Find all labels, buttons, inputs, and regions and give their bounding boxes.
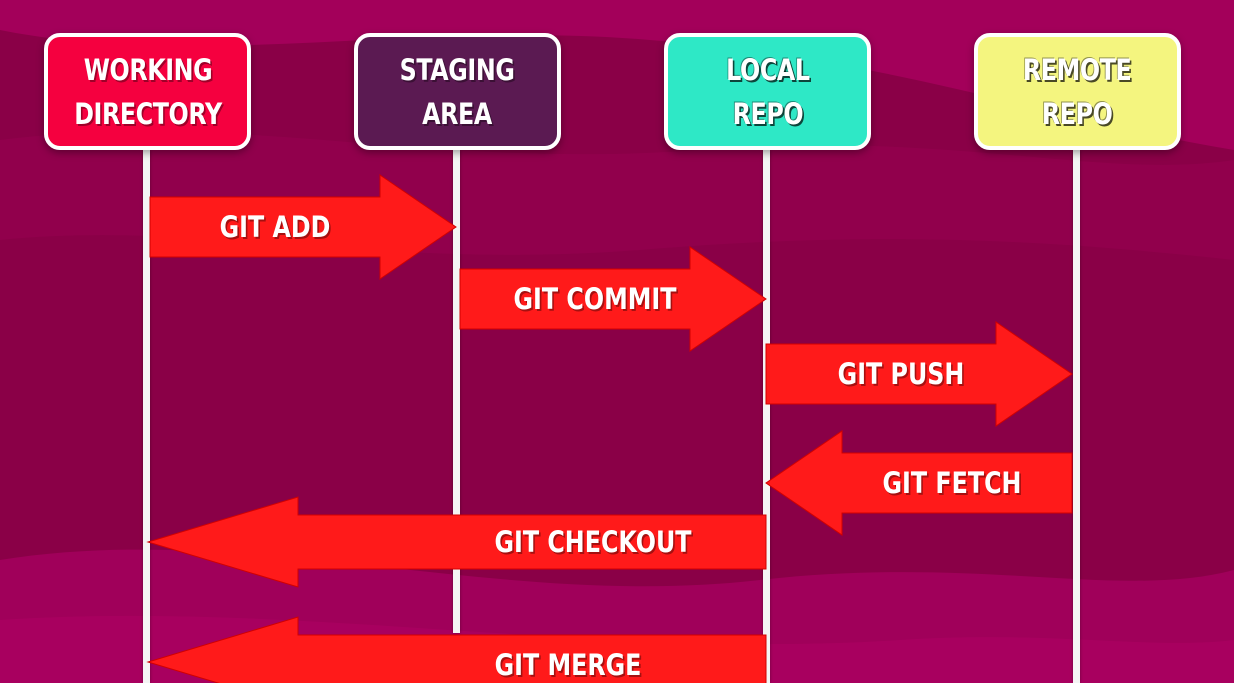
lane-label-working-directory: WORKING DIRECTORY <box>73 52 222 131</box>
lane-box-remote-repo: REMOTE REPO <box>974 33 1181 150</box>
arrow-label-git-checkout: GIT CHECKOUT <box>494 525 692 559</box>
lane-line-remote-repo <box>1073 150 1080 683</box>
arrow-label-git-merge: GIT MERGE <box>494 648 642 682</box>
right-arrow-icon <box>765 321 1073 427</box>
arrow-git-commit: GIT COMMIT <box>459 246 767 352</box>
arrow-label-git-add: GIT ADD <box>219 210 331 244</box>
lane-label-remote-repo: REMOTE REPO <box>1023 52 1132 131</box>
lane-box-local-repo: LOCAL REPO <box>664 33 871 150</box>
right-arrow-icon <box>149 174 457 280</box>
right-arrow-icon <box>459 246 767 352</box>
lane-label-staging-area: STAGING AREA <box>400 52 515 131</box>
arrow-git-fetch: GIT FETCH <box>765 430 1073 536</box>
lane-line-local-repo <box>763 150 770 683</box>
left-arrow-icon <box>765 430 1073 536</box>
arrow-git-checkout: GIT CHECKOUT <box>146 496 767 588</box>
arrow-label-git-push: GIT PUSH <box>837 357 965 391</box>
arrow-label-git-fetch: GIT FETCH <box>882 466 1022 500</box>
lane-line-working-directory <box>143 150 150 683</box>
arrow-git-merge: GIT MERGE <box>146 616 767 683</box>
arrow-git-push: GIT PUSH <box>765 321 1073 427</box>
lane-box-staging-area: STAGING AREA <box>354 33 561 150</box>
left-arrow-icon <box>146 496 767 588</box>
arrow-label-git-commit: GIT COMMIT <box>513 282 677 316</box>
lane-label-local-repo: LOCAL REPO <box>725 52 810 131</box>
left-arrow-icon <box>146 616 767 683</box>
arrow-git-add: GIT ADD <box>149 174 457 280</box>
lane-line-staging-area <box>453 150 460 633</box>
lane-box-working-directory: WORKING DIRECTORY <box>44 33 251 150</box>
